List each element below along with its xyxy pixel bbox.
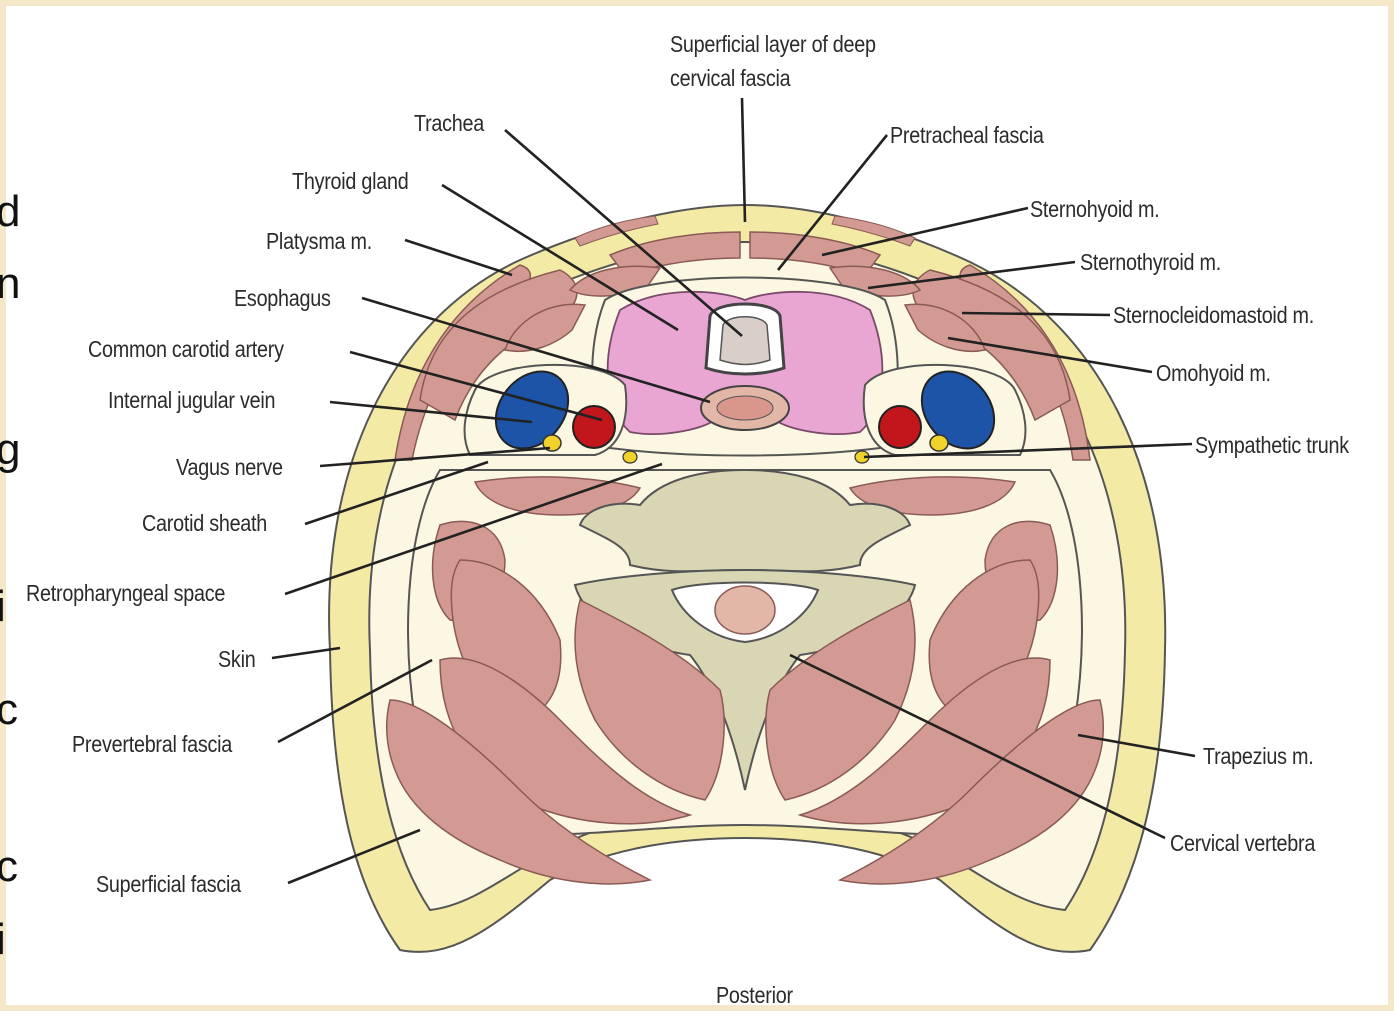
label-omohyoid: Omohyoid m. xyxy=(1156,360,1271,386)
label-thyroid-gland: Thyroid gland xyxy=(292,168,409,194)
sympathetic-trunk-left xyxy=(623,451,637,463)
label-cervical-vertebra: Cervical vertebra xyxy=(1170,830,1315,856)
label-superficial-layer: Superficial layer of deep cervical fasci… xyxy=(670,27,876,95)
label-platysma: Platysma m. xyxy=(266,228,372,254)
label-retropharyngeal-space: Retropharyngeal space xyxy=(26,580,225,606)
label-pretracheal-fascia: Pretracheal fascia xyxy=(890,122,1044,148)
label-prevertebral-fascia: Prevertebral fascia xyxy=(72,731,232,757)
label-sternocleidomastoid: Sternocleidomastoid m. xyxy=(1113,302,1314,328)
label-sympathetic-trunk: Sympathetic trunk xyxy=(1195,432,1349,458)
label-trapezius: Trapezius m. xyxy=(1203,743,1313,769)
common-carotid-artery-left xyxy=(573,406,615,448)
label-esophagus: Esophagus xyxy=(234,285,331,311)
label-sternothyroid: Sternothyroid m. xyxy=(1080,249,1221,275)
label-skin: Skin xyxy=(218,646,255,672)
label-carotid-sheath: Carotid sheath xyxy=(142,510,267,536)
label-vagus-nerve: Vagus nerve xyxy=(176,454,283,480)
label-posterior: Posterior xyxy=(716,982,793,1008)
esophagus-lumen xyxy=(717,396,773,420)
spinal-cord xyxy=(715,586,775,634)
label-superficial-fascia: Superficial fascia xyxy=(96,871,241,897)
label-sternohyoid: Sternohyoid m. xyxy=(1030,196,1159,222)
label-internal-jugular-vein: Internal jugular vein xyxy=(108,387,275,413)
label-common-carotid-artery: Common carotid artery xyxy=(88,336,284,362)
label-trachea: Trachea xyxy=(414,110,484,136)
label-superficial-layer-line-2: cervical fascia xyxy=(670,61,876,95)
label-superficial-layer-line-1: Superficial layer of deep xyxy=(670,27,876,61)
vagus-nerve-right xyxy=(930,435,948,451)
common-carotid-artery-right xyxy=(879,406,921,448)
